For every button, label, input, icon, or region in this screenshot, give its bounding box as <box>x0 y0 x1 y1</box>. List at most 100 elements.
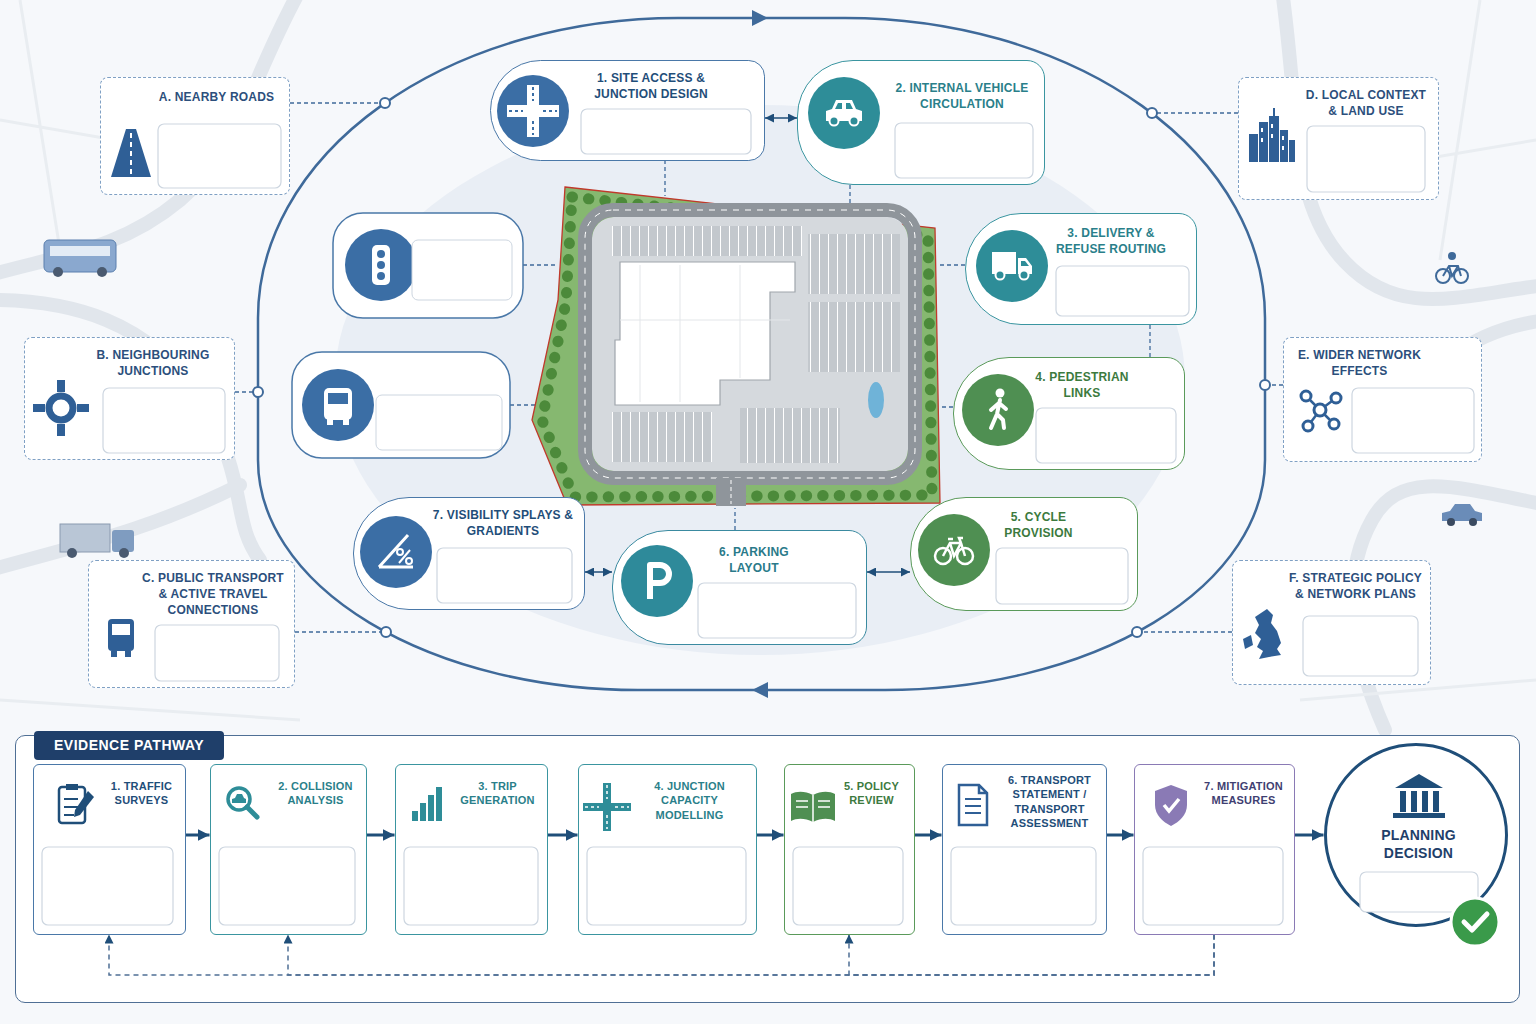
bars-icon <box>420 803 426 821</box>
topic-box: 7. VISIBILITY SPLAYS & GRADIENTS <box>353 497 585 610</box>
ring-dots <box>253 98 1270 637</box>
node-label: 7. MITIGATION MEASURES <box>1201 779 1287 808</box>
walker-icon <box>962 374 1034 446</box>
ring-dots <box>380 98 390 108</box>
bus-vehicle <box>97 267 107 277</box>
feedback-connector <box>288 935 1214 976</box>
site-plan <box>731 480 732 504</box>
ring-dots <box>1132 627 1142 637</box>
network-icon <box>1314 404 1326 416</box>
walker-icon <box>962 374 1034 446</box>
node-label: 1. TRAFFIC SURVEYS <box>106 779 178 808</box>
clip-icon <box>59 784 94 823</box>
approval-check <box>1464 914 1487 930</box>
map-roads <box>0 0 1536 730</box>
site-plan <box>585 210 915 478</box>
evidence-step-box: 4. JUNCTION CAPACITY MODELLING <box>578 764 757 935</box>
car-vehicle <box>1442 504 1482 526</box>
site-plan <box>615 262 795 405</box>
bus-icon <box>108 619 134 657</box>
truck-icon <box>1021 261 1029 266</box>
site-plan <box>532 187 940 506</box>
bus-vehicle <box>44 240 116 272</box>
vis-icon <box>397 549 403 555</box>
bars-icon <box>412 811 418 821</box>
evidence-step-box: 5. POLICY REVIEW <box>784 764 915 935</box>
bus-icon <box>111 651 117 657</box>
vis-icon <box>399 550 410 563</box>
network-icon <box>1329 419 1339 429</box>
node-label: 6. TRANSPORT STATEMENT / TRANSPORT ASSES… <box>1001 773 1099 832</box>
traffic-signal-box <box>372 245 390 285</box>
entry-field <box>1056 266 1189 316</box>
leader-lines <box>937 264 965 265</box>
context-box: C. PUBLIC TRANSPORT & ACTIVE TRAVEL CONN… <box>88 560 295 688</box>
leader-lines <box>288 631 382 632</box>
truck-icon <box>996 271 1005 280</box>
car-vehicle <box>1442 504 1482 521</box>
book-icon <box>791 791 835 821</box>
entry-field <box>895 123 1033 178</box>
node-label: C. PUBLIC TRANSPORT & ACTIVE TRAVEL CONN… <box>139 571 287 619</box>
clip-icon <box>66 784 78 790</box>
car-icon <box>835 103 853 109</box>
approval-check <box>1451 898 1499 946</box>
site-plan <box>808 234 900 294</box>
lorry-vehicle <box>60 524 110 552</box>
flow-connector <box>915 834 942 837</box>
network-icon <box>1331 393 1341 403</box>
flow-connector <box>757 834 784 837</box>
entry-field <box>996 548 1128 604</box>
node-label: F. STRATEGIC POLICY & NETWORK PLANS <box>1288 571 1423 603</box>
truck-icon <box>1020 271 1029 280</box>
traffic-signal-box <box>333 213 523 318</box>
car-icon <box>808 77 880 149</box>
lorry-vehicle <box>67 548 77 558</box>
node-label: 3. TRIP GENERATION <box>456 779 540 808</box>
roundabout-icon <box>49 396 73 420</box>
car-icon <box>830 117 839 126</box>
shield-icon <box>1155 785 1187 826</box>
entry-field <box>42 847 173 925</box>
leader-lines <box>1149 325 1150 357</box>
book-icon <box>791 791 835 821</box>
roundabout-icon <box>33 380 89 436</box>
doc-icon <box>965 799 981 813</box>
map-roads <box>0 0 300 275</box>
cyclist <box>1443 266 1461 276</box>
map-streets <box>0 0 1536 720</box>
entry-field <box>793 847 903 925</box>
node-label: A. NEARBY ROADS <box>149 90 284 106</box>
uk-icon <box>1243 609 1281 659</box>
leader-lines <box>235 391 254 392</box>
node-label: D. LOCAL CONTEXT & LAND USE <box>1301 88 1431 120</box>
vis-icon <box>406 558 412 564</box>
ring-dots <box>253 387 263 397</box>
context-box: B. NEIGHBOURING JUNCTIONS <box>24 337 235 460</box>
leader-lines <box>1269 384 1283 385</box>
vis-icon <box>360 516 432 588</box>
node-label: 2. INTERNAL VEHICLE CIRCULATION <box>886 81 1038 113</box>
P-icon <box>650 565 669 599</box>
vis-icon <box>360 516 432 588</box>
entry-field <box>1143 847 1283 925</box>
entry-field <box>103 388 225 453</box>
context-ring <box>258 18 1265 690</box>
doc-icon <box>959 785 987 825</box>
site-plan <box>532 187 940 505</box>
leader-lines <box>235 103 1283 632</box>
columns-icon <box>1393 774 1445 818</box>
bus-stop-box <box>292 352 510 458</box>
decision-circle: PLANNING DECISION <box>1324 743 1508 927</box>
context-box: E. WIDER NETWORK EFFECTS <box>1283 337 1482 462</box>
site-plan <box>620 265 790 402</box>
node-label: 4. JUNCTION CAPACITY MODELLING <box>631 779 749 823</box>
columns-icon <box>1422 791 1428 812</box>
bus-stop-box <box>343 419 349 425</box>
lorry-vehicle <box>119 548 129 558</box>
city-icon <box>1249 108 1295 162</box>
truck-icon <box>976 230 1048 302</box>
leader-lines <box>510 404 535 405</box>
search-icon <box>232 794 246 803</box>
